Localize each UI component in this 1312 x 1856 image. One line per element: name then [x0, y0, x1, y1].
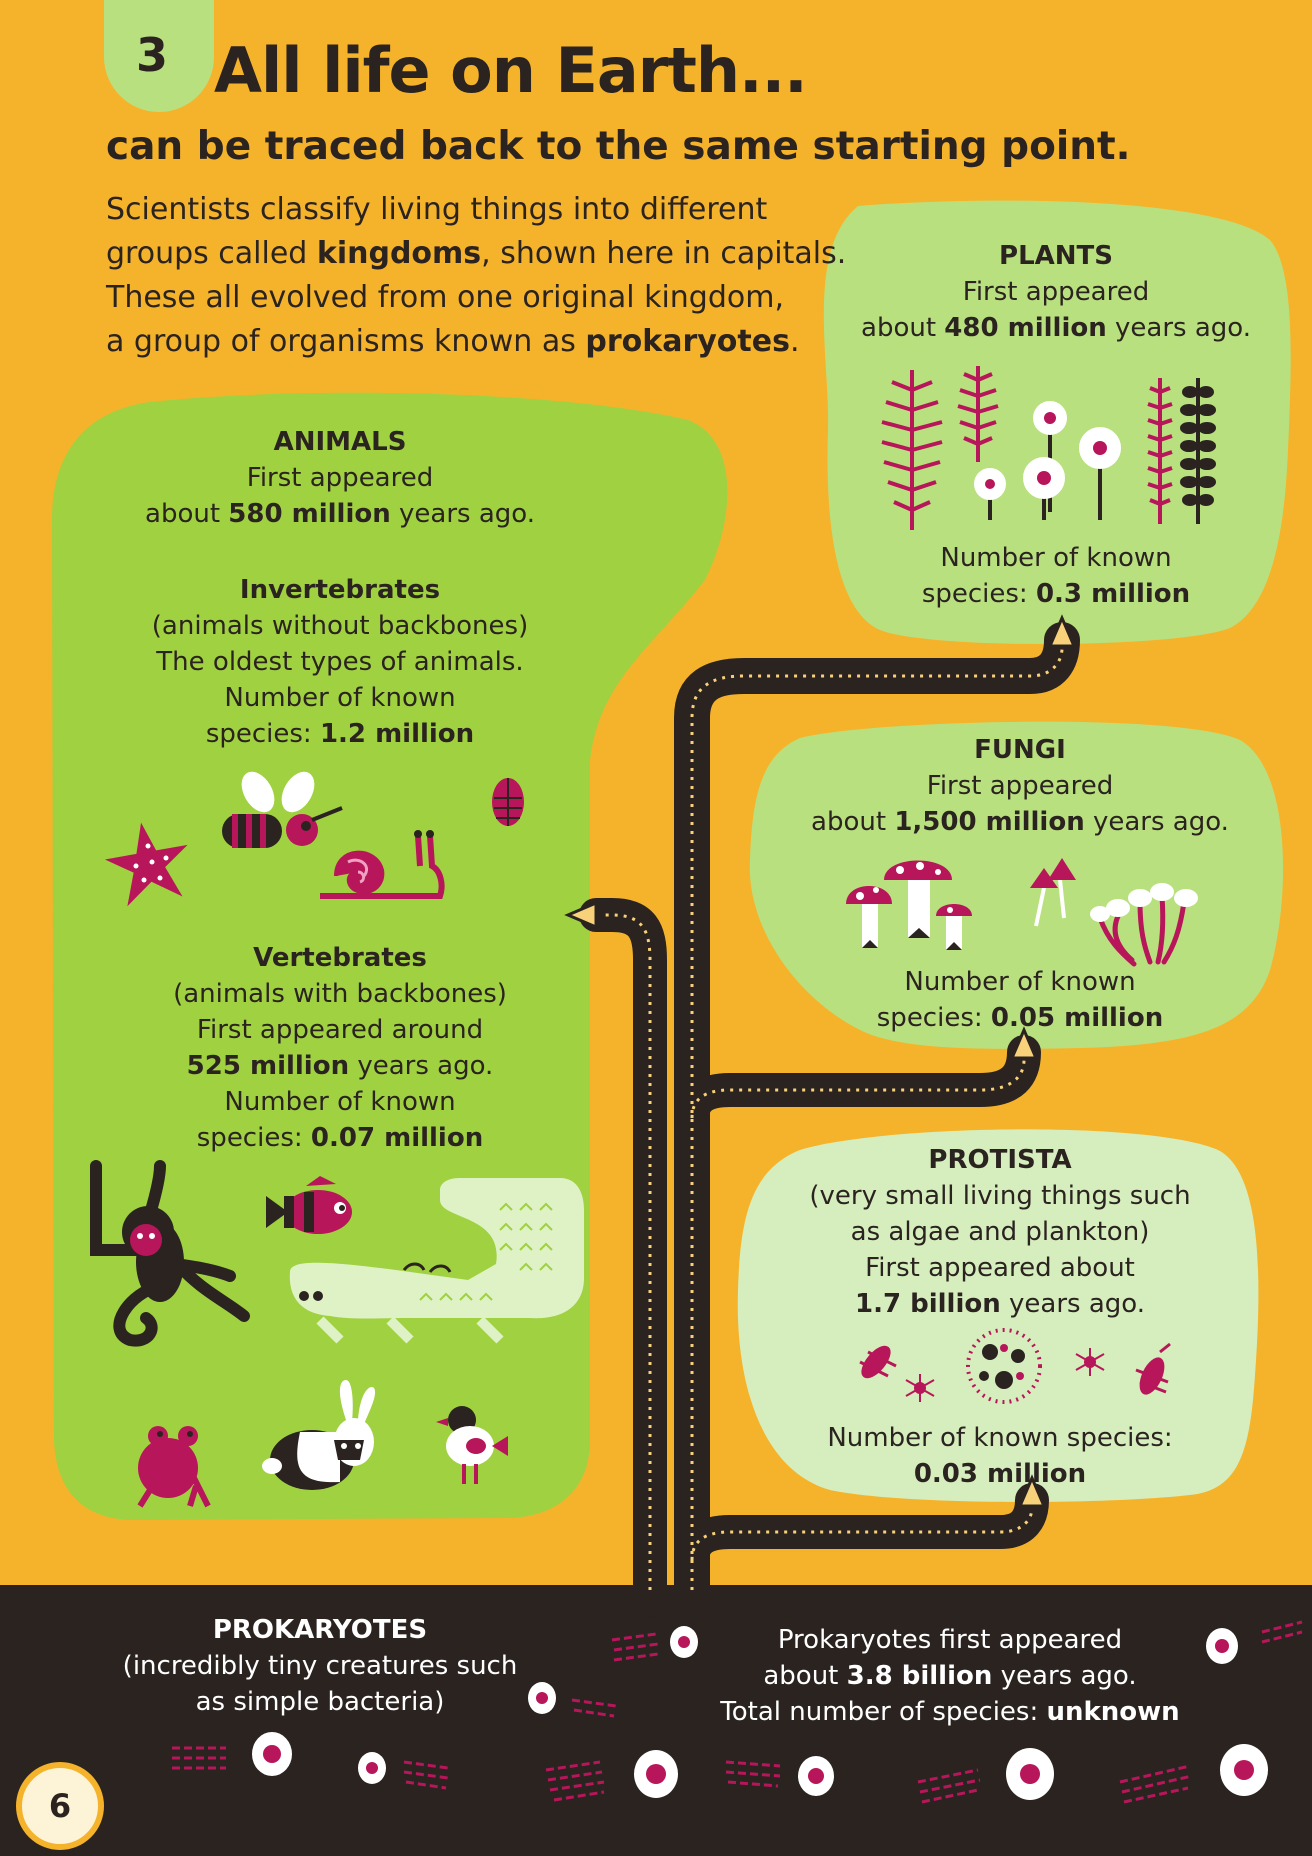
arrow-protista: [1017, 1474, 1047, 1508]
animals-line-2-pre: about: [145, 499, 229, 529]
protista-blob: [737, 1129, 1259, 1502]
prokaryotes-line-1: (incredibly tiny creatures such: [122, 1651, 518, 1681]
plants-line-2-pre: about: [861, 313, 945, 343]
animals-info: ANIMALS First appeared about 580 million…: [100, 424, 580, 532]
plants-info: PLANTS First appeared about 480 million …: [836, 238, 1276, 346]
intro-prokaryotes: prokaryotes: [585, 324, 790, 359]
intro-line-1: Scientists classify living things into d…: [106, 192, 768, 227]
intro-line-4-post: .: [789, 324, 800, 359]
plants-line-1: First appeared: [962, 277, 1150, 307]
vertebrates-line-5-pre: species:: [196, 1123, 311, 1153]
page-subtitle: can be traced back to the same starting …: [106, 124, 1131, 169]
intro-line-4-pre: a group of organisms known as: [106, 324, 586, 359]
prokaryotes-right-3-pre: Total number of species:: [720, 1697, 1047, 1727]
plants-line-4-pre: species:: [921, 579, 1036, 609]
invertebrates-line-3: Number of known: [224, 683, 456, 713]
prokaryotes-info: PROKARYOTES (incredibly tiny creatures s…: [120, 1612, 520, 1720]
page-number: 6: [16, 1762, 104, 1850]
plants-heading: PLANTS: [999, 241, 1113, 271]
vertebrates-info: Vertebrates (animals with backbones) Fir…: [100, 940, 580, 1156]
fungi-line-2-pre: about: [811, 807, 895, 837]
fungi-line-1: First appeared: [926, 771, 1114, 801]
page-title: All life on Earth...: [214, 34, 808, 107]
invertebrates-line-4-pre: species:: [205, 719, 320, 749]
prokaryotes-age: 3.8 billion: [846, 1661, 993, 1691]
vertebrates-line-1: (animals with backbones): [173, 979, 507, 1009]
protista-icons: [859, 1328, 1171, 1404]
vertebrates-line-4: Number of known: [224, 1087, 456, 1117]
arrow-animals: [564, 900, 598, 930]
bacteria-icons: [172, 1620, 1303, 1804]
prokaryotes-right-2-pre: about: [763, 1661, 847, 1691]
tree-dots: [600, 647, 1064, 1590]
protista-age: 1.7 billion: [855, 1289, 1001, 1319]
prokaryotes-right-1: Prokaryotes first appeared: [777, 1625, 1123, 1655]
animals-age: 580 million: [228, 499, 391, 529]
intro-line-3: These all evolved from one original king…: [106, 280, 785, 315]
fungi-icons: [846, 858, 1198, 967]
protista-line-1: (very small living things such: [809, 1181, 1191, 1211]
arrow-plants: [1047, 614, 1077, 648]
prokaryotes-right-2-post: years ago.: [992, 1661, 1137, 1691]
fungi-info: FUNGI First appeared about 1,500 million…: [790, 732, 1250, 840]
prokaryotes-facts: Prokaryotes first appeared about 3.8 bil…: [720, 1622, 1180, 1730]
intro-line-2-post: , shown here in capitals.: [481, 236, 847, 271]
prokaryotes-band: [0, 1585, 1312, 1856]
invertebrates-line-1: (animals without backbones): [151, 611, 529, 641]
vertebrate-icons: [90, 1160, 584, 1508]
invertebrates-info: Invertebrates (animals without backbones…: [100, 572, 580, 752]
fungi-heading: FUNGI: [974, 735, 1066, 765]
animals-line-1: First appeared: [246, 463, 434, 493]
protista-species-count: 0.03 million: [913, 1459, 1087, 1489]
plants-line-2-post: years ago.: [1106, 313, 1251, 343]
chapter-number: 3: [135, 28, 168, 82]
animals-line-2-post: years ago.: [390, 499, 535, 529]
fungi-species-count: 0.05 million: [990, 1003, 1164, 1033]
intro-line-2-pre: groups called: [106, 236, 317, 271]
prokaryotes-species-count: unknown: [1046, 1697, 1180, 1727]
starfish: [104, 822, 188, 907]
plants-line-3: Number of known: [940, 543, 1172, 573]
protista-line-5: Number of known species:: [827, 1423, 1173, 1453]
vertebrates-line-2: First appeared around: [196, 1015, 484, 1045]
arrow-fungi: [1009, 1026, 1039, 1060]
fungi-blob: [749, 721, 1284, 1049]
fungi-age: 1,500 million: [894, 807, 1085, 837]
vertebrates-species-count: 0.07 million: [310, 1123, 484, 1153]
vertebrates-age: 525 million: [186, 1051, 350, 1081]
intro-kingdoms: kingdoms: [316, 236, 482, 271]
protista-line-3: First appeared about: [865, 1253, 1135, 1283]
plants-species-count: 0.3 million: [1035, 579, 1191, 609]
protista-line-2: as algae and plankton): [850, 1217, 1150, 1247]
prokaryotes-line-2: as simple bacteria): [195, 1687, 445, 1717]
animals-heading: ANIMALS: [273, 427, 407, 457]
prokaryotes-heading: PROKARYOTES: [212, 1615, 428, 1645]
vertebrates-line-3-post: years ago.: [349, 1051, 494, 1081]
fungi-line-3: Number of known: [904, 967, 1136, 997]
plants-icons: [881, 366, 1216, 530]
protista-info: PROTISTA (very small living things such …: [770, 1142, 1230, 1322]
chapter-tab: [104, 0, 214, 112]
protista-line-4-post: years ago.: [1000, 1289, 1145, 1319]
protista-species: Number of known species: 0.03 million: [770, 1420, 1230, 1492]
invertebrate-icons: [104, 771, 524, 907]
invertebrates-line-2: The oldest types of animals.: [156, 647, 524, 677]
intro-paragraph: Scientists classify living things into d…: [106, 188, 866, 364]
invertebrates-species-count: 1.2 million: [319, 719, 475, 749]
invertebrates-heading: Invertebrates: [239, 575, 441, 605]
protista-heading: PROTISTA: [928, 1145, 1072, 1175]
plants-age: 480 million: [944, 313, 1107, 343]
plants-species: Number of known species: 0.3 million: [836, 540, 1276, 612]
fungi-line-4-pre: species:: [876, 1003, 991, 1033]
fungi-species: Number of known species: 0.05 million: [790, 964, 1250, 1036]
fungi-line-2-post: years ago.: [1084, 807, 1229, 837]
vertebrates-heading: Vertebrates: [253, 943, 427, 973]
